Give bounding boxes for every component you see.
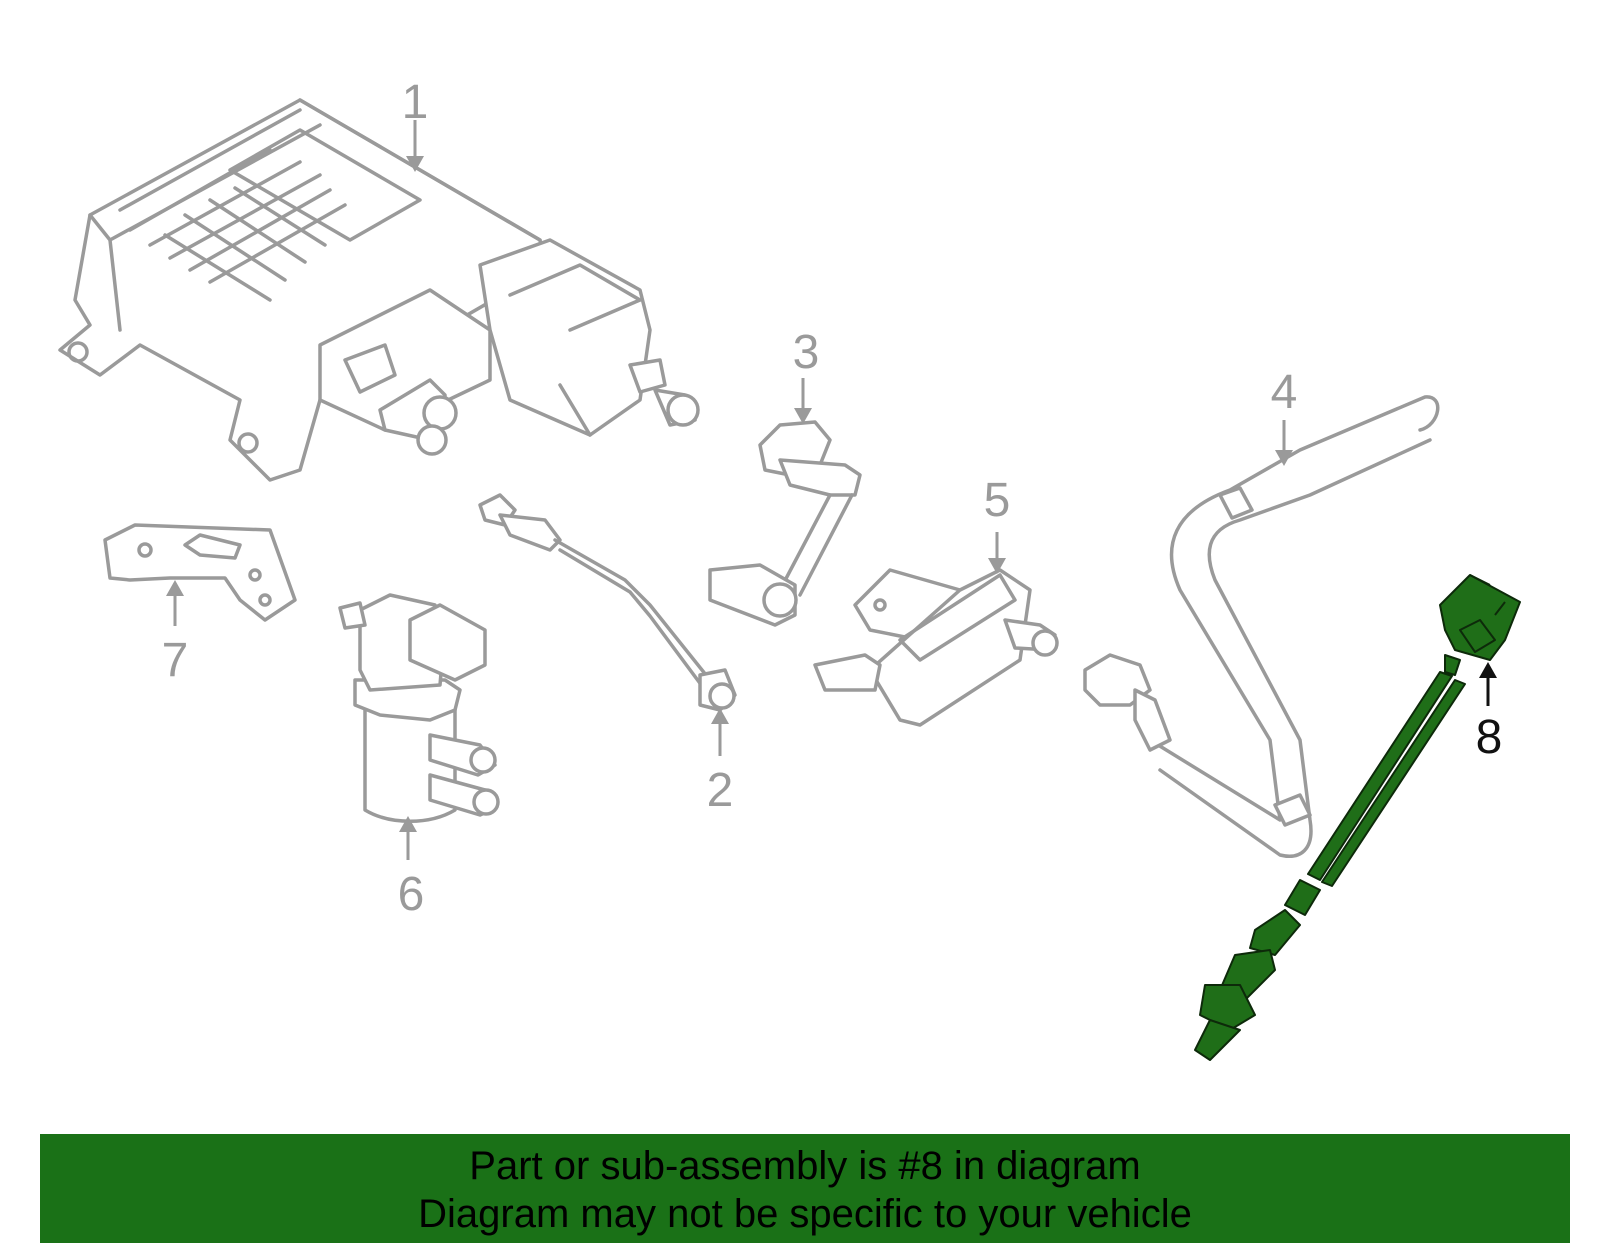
parts-diagram: 1 2 3 4 5	[58, 76, 1521, 1061]
callout-label-7: 7	[162, 634, 189, 687]
part-8-oxygen-sensor[interactable]	[1194, 574, 1521, 1061]
callout-label-8: 8	[1476, 711, 1503, 764]
banner-line-2: Diagram may not be specific to your vehi…	[418, 1192, 1192, 1236]
part-4-hose[interactable]	[1083, 395, 1440, 858]
banner-line-1: Part or sub-assembly is #8 in diagram	[469, 1144, 1141, 1188]
callout-label-1: 1	[402, 76, 429, 129]
part-1-canister[interactable]	[58, 98, 700, 482]
part-3-valve[interactable]	[708, 420, 862, 627]
callout-label-6: 6	[398, 868, 425, 921]
info-banner: Part or sub-assembly is #8 in diagram Di…	[40, 1134, 1570, 1243]
callout-label-2: 2	[707, 764, 734, 817]
part-6-solenoid[interactable]	[338, 593, 500, 823]
callout-label-3: 3	[793, 326, 820, 379]
part-7-bracket[interactable]	[103, 523, 297, 622]
callout-label-5: 5	[984, 474, 1011, 527]
part-2-line[interactable]	[478, 493, 737, 712]
part-5-module[interactable]	[813, 568, 1059, 727]
callout-label-4: 4	[1271, 366, 1298, 419]
